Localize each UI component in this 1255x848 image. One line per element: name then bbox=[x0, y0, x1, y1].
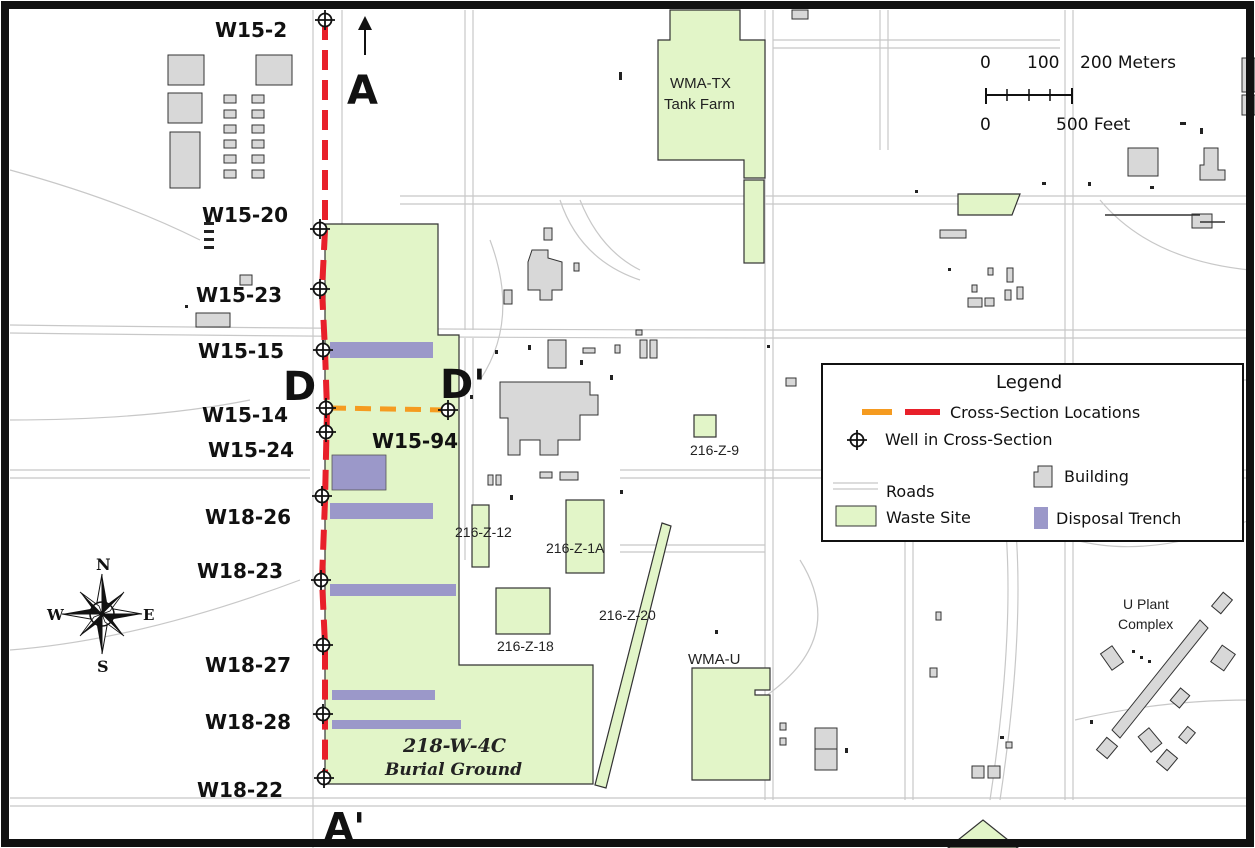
well-label-w15-14: W15-14 bbox=[202, 403, 288, 427]
well-label-w18-28: W18-28 bbox=[205, 710, 291, 734]
well-label-w18-23: W18-23 bbox=[197, 559, 283, 583]
waste-site-218-w-4c bbox=[324, 223, 594, 785]
scale-feet-0: 0 bbox=[980, 115, 991, 135]
cross-section-d-line bbox=[329, 405, 449, 413]
buildings bbox=[167, 9, 1255, 779]
scale-meters-200: 200 Meters bbox=[1080, 53, 1176, 73]
site-label-burial-ground-1: 218-W-4C bbox=[402, 735, 506, 757]
well-label-w15-2: W15-2 bbox=[215, 18, 287, 42]
small-markers bbox=[185, 72, 1203, 753]
legend-title: Legend bbox=[996, 372, 1062, 393]
site-label-216-z-1a: 216-Z-1A bbox=[546, 540, 605, 556]
well-label-w15-94: W15-94 bbox=[372, 429, 458, 453]
well-label-w18-22: W18-22 bbox=[197, 778, 283, 802]
scale-meters-100: 100 bbox=[1027, 53, 1059, 73]
site-label-u-plant-2: Complex bbox=[1118, 616, 1173, 632]
legend-waste-site: Waste Site bbox=[886, 508, 971, 527]
site-label-burial-ground-2: Burial Ground bbox=[384, 760, 522, 780]
waste-site-216-z-18 bbox=[495, 587, 551, 635]
well-label-w15-20: W15-20 bbox=[202, 203, 288, 227]
well-label-w15-24: W15-24 bbox=[208, 438, 294, 462]
scale-feet-500: 500 Feet bbox=[1056, 115, 1131, 135]
waste-site-wma-u bbox=[691, 667, 771, 781]
site-label-216-z-12: 216-Z-12 bbox=[455, 524, 512, 540]
legend-building: Building bbox=[1064, 467, 1129, 486]
waste-site-216-z-20 bbox=[594, 522, 672, 789]
site-label-wma-tx-1: WMA-TX bbox=[670, 75, 731, 92]
legend: Legend Cross-Section Locations Well in C… bbox=[821, 363, 1244, 542]
legend-waste-site-swatch bbox=[835, 505, 877, 527]
site-label-wma-u: WMA-U bbox=[688, 651, 741, 668]
waste-site-216-z-12 bbox=[471, 504, 490, 568]
north-arrow-icon bbox=[358, 16, 372, 55]
disposal-trenches bbox=[330, 342, 461, 729]
section-label-d: D bbox=[283, 364, 316, 410]
compass-label-e: E bbox=[143, 606, 154, 624]
pipeline bbox=[1105, 214, 1225, 223]
compass-label-s: S bbox=[97, 657, 109, 676]
waste-site-216-z-1a bbox=[565, 499, 605, 574]
site-label-216-z-20: 216-Z-20 bbox=[599, 607, 656, 623]
waste-site-216-z-9 bbox=[693, 414, 717, 438]
well-label-w15-15: W15-15 bbox=[198, 339, 284, 363]
legend-trench-swatch bbox=[1034, 507, 1048, 529]
site-label-216-z-18: 216-Z-18 bbox=[497, 638, 554, 654]
site-label-wma-tx-2: Tank Farm bbox=[664, 96, 735, 113]
compass-label-n: N bbox=[96, 555, 111, 574]
legend-box bbox=[821, 363, 1244, 542]
legend-cross-section: Cross-Section Locations bbox=[950, 403, 1140, 422]
compass-label-w: W bbox=[46, 606, 65, 624]
well-label-w15-23: W15-23 bbox=[196, 283, 282, 307]
legend-building-icon bbox=[1033, 465, 1053, 488]
well-label-w18-26: W18-26 bbox=[205, 505, 291, 529]
well-label-w18-27: W18-27 bbox=[205, 653, 291, 677]
legend-trench: Disposal Trench bbox=[1056, 509, 1181, 528]
site-labels: WMA-TX Tank Farm 216-Z-9 216-Z-12 216-Z-… bbox=[384, 75, 1173, 780]
legend-well: Well in Cross-Section bbox=[885, 430, 1052, 449]
legend-roads: Roads bbox=[886, 482, 934, 501]
waste-site-wma-tx bbox=[657, 9, 766, 179]
site-label-u-plant-1: U Plant bbox=[1123, 596, 1169, 612]
section-label-d-prime: D' bbox=[440, 362, 485, 408]
section-label-a: A bbox=[347, 68, 378, 114]
scale-meters-0: 0 bbox=[980, 53, 991, 73]
scale-bar: 0 100 200 Meters 0 500 Feet bbox=[980, 53, 1176, 135]
site-label-216-z-9: 216-Z-9 bbox=[690, 442, 739, 458]
well-labels: W15-2 W15-20 W15-23 W15-15 W15-14 W15-24… bbox=[196, 18, 458, 802]
compass-rose-icon bbox=[61, 573, 143, 655]
